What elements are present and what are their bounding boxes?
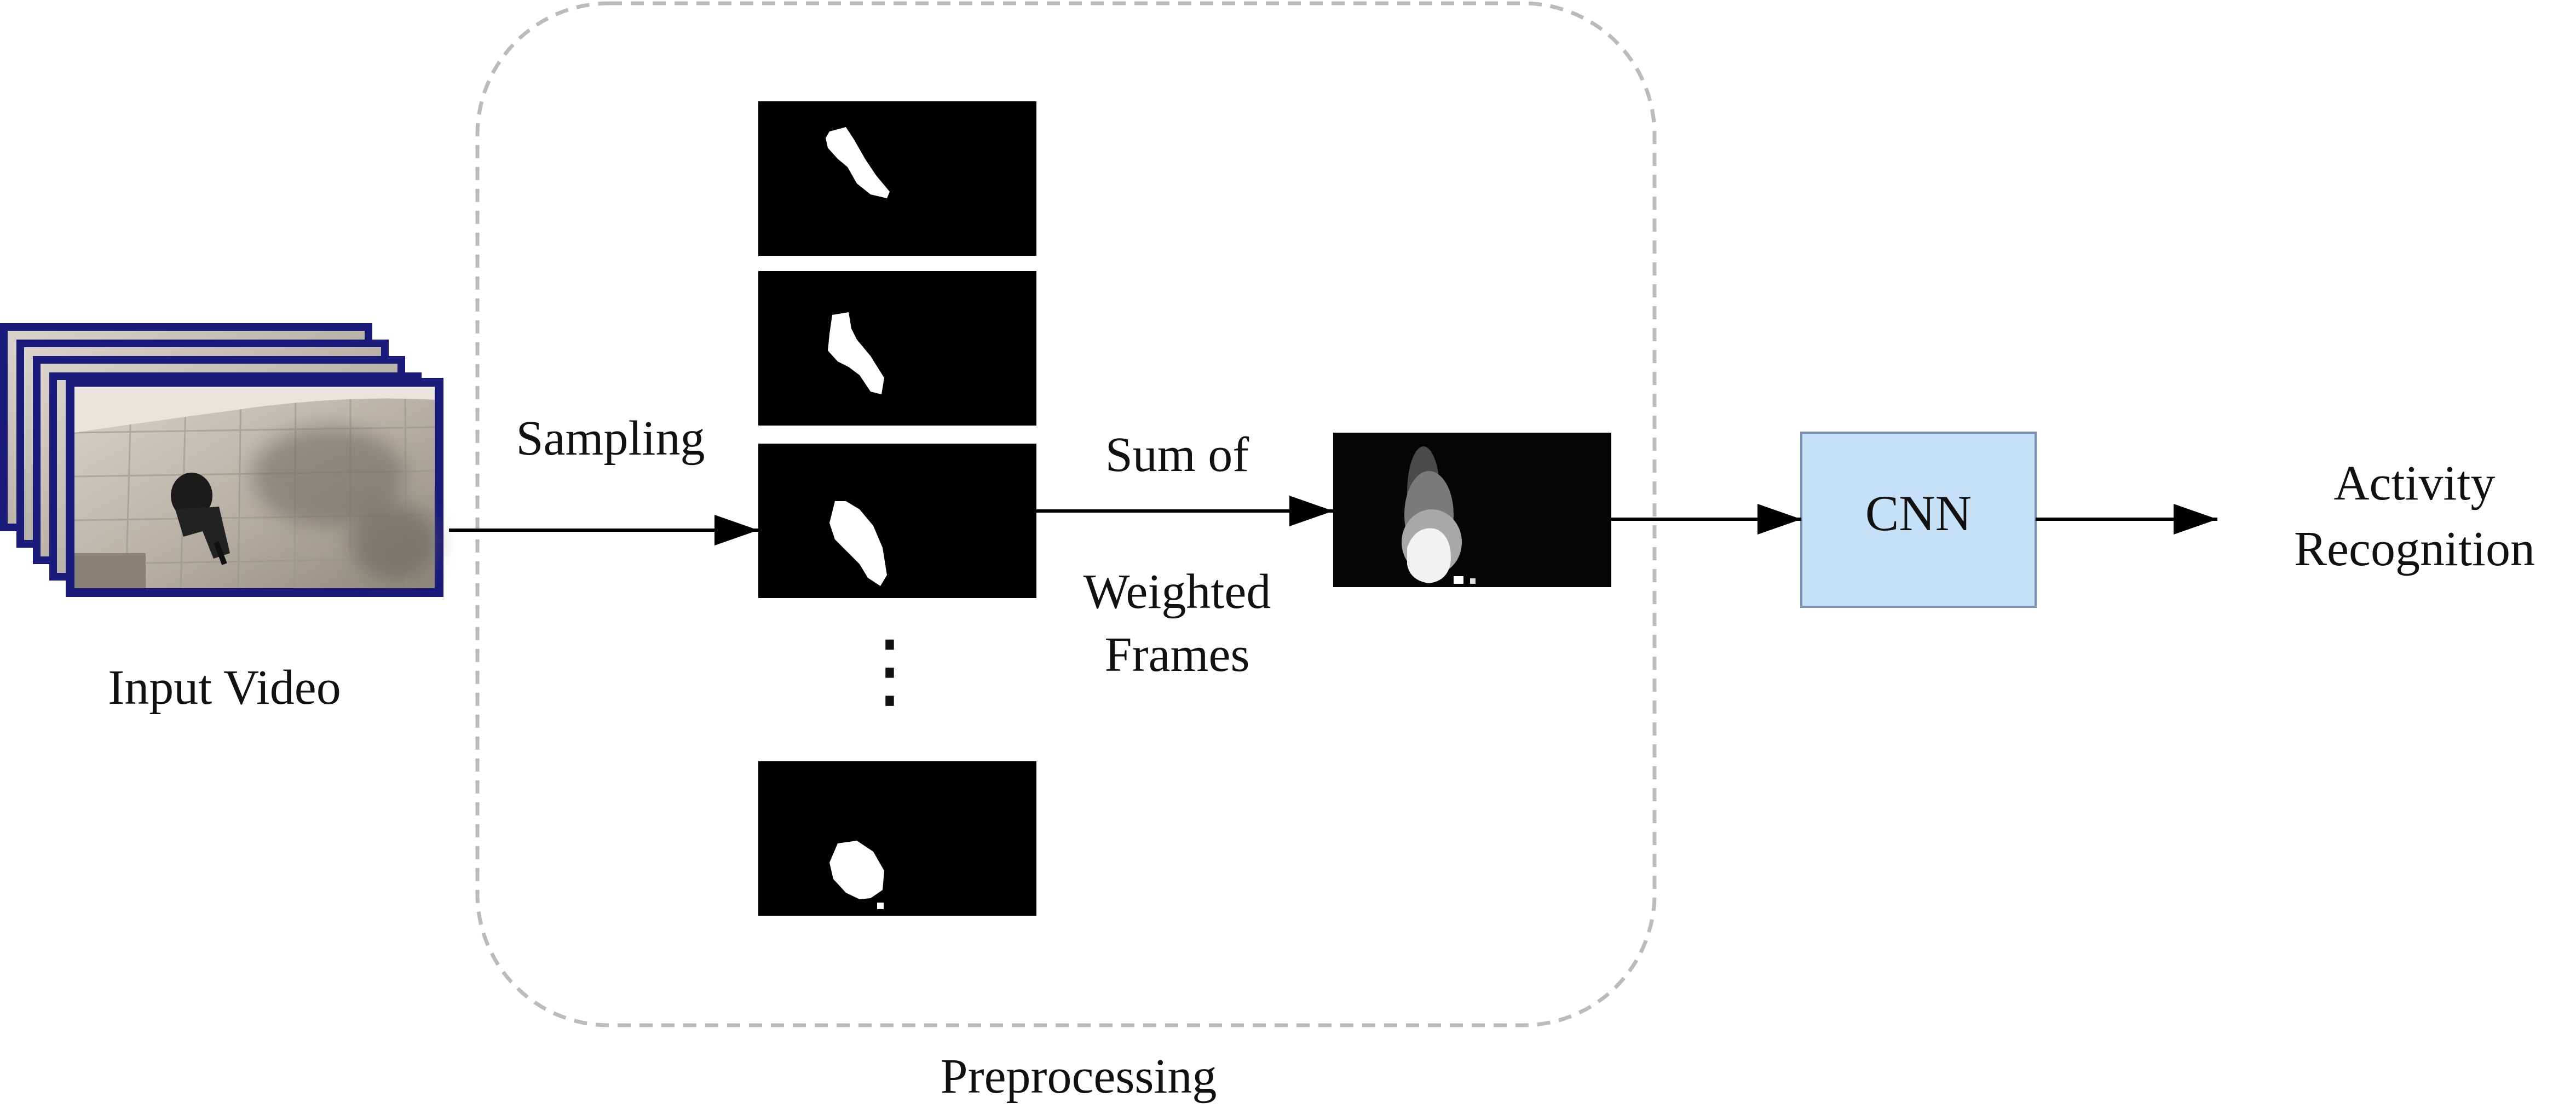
cnn-block: CNN xyxy=(1800,432,2037,608)
activity-label: Activity xyxy=(2334,456,2496,510)
arrows xyxy=(449,496,2217,545)
weighted-sum-frame xyxy=(1333,433,1611,587)
sampling-label: Sampling xyxy=(516,411,705,466)
front-video-frame xyxy=(66,378,443,597)
preprocessing-group xyxy=(475,1,1657,1027)
cnn-label: CNN xyxy=(1865,485,1972,541)
input-video-frames xyxy=(0,323,443,597)
sampled-frame-4 xyxy=(758,761,1036,916)
labels: Input Video Sampling Sum of Weighted Fra… xyxy=(108,411,2535,1104)
preprocessing-label: Preprocessing xyxy=(941,1049,1217,1104)
frames-label: Frames xyxy=(1105,628,1250,682)
sum-of-label: Sum of xyxy=(1105,428,1249,482)
sampled-frame-2 xyxy=(758,271,1036,426)
input-video-label: Input Video xyxy=(108,660,341,715)
recognition-label: Recognition xyxy=(2294,522,2535,576)
sampled-frame-1 xyxy=(758,101,1036,256)
weighted-label: Weighted xyxy=(1084,565,1271,619)
sampled-frame-3 xyxy=(758,444,1036,598)
sampled-frames: ⋮ xyxy=(758,101,1036,916)
vertical-ellipsis: ⋮ xyxy=(849,625,931,716)
